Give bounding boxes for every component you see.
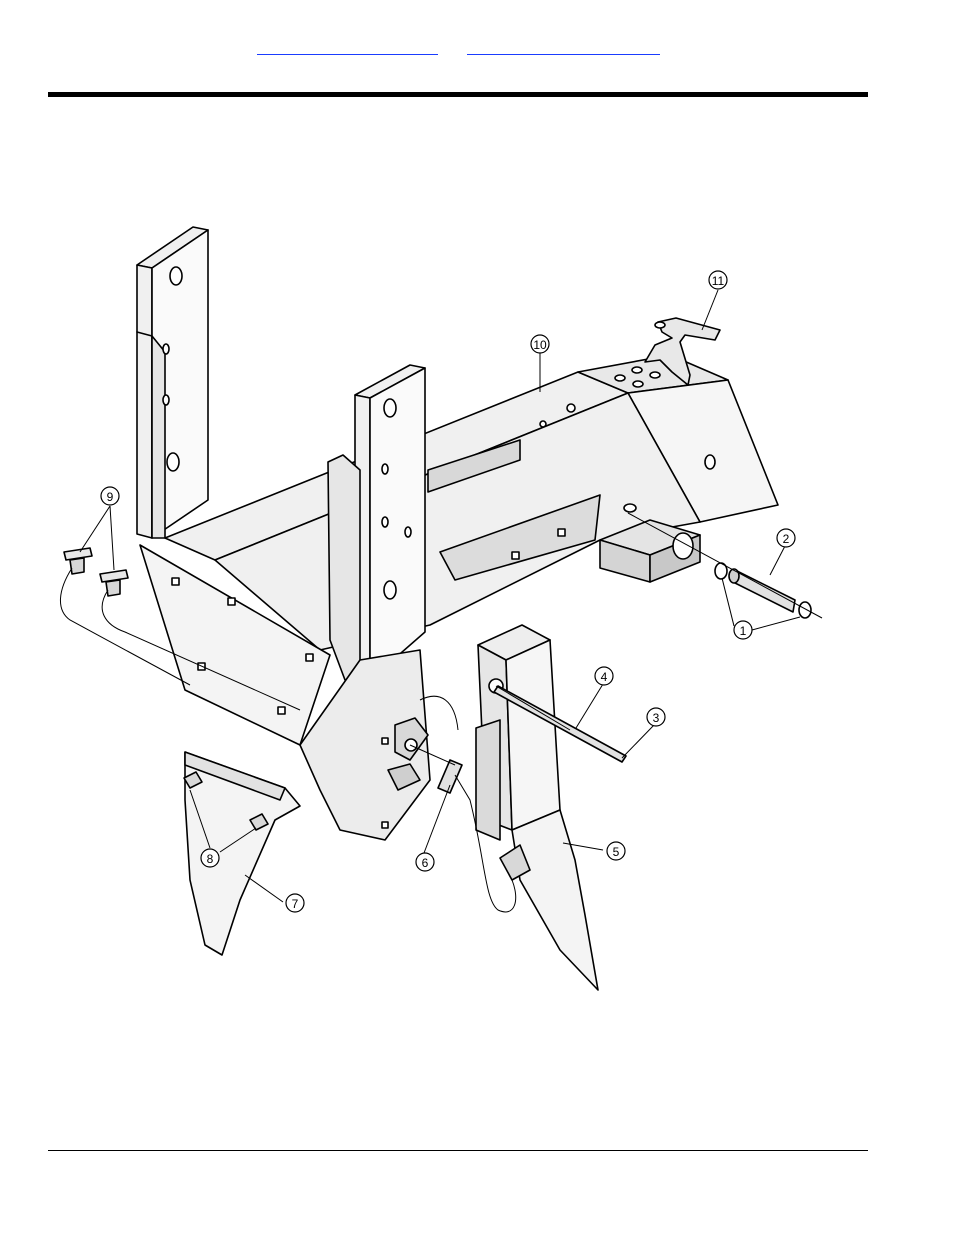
callout-1: 1 <box>734 621 752 639</box>
pivot-pin-item-2 <box>715 563 811 618</box>
bolt-item-9 <box>64 548 128 596</box>
nav-link-2[interactable] <box>467 40 660 55</box>
callout-7: 7 <box>286 894 304 912</box>
right-upright-plate <box>328 365 425 680</box>
exploded-view-drawing: 9 11 10 2 1 4 3 5 6 7 8 <box>48 212 830 1004</box>
svg-text:11: 11 <box>712 274 725 288</box>
svg-text:7: 7 <box>292 897 299 911</box>
svg-text:10: 10 <box>533 338 547 352</box>
svg-text:6: 6 <box>422 856 429 870</box>
svg-text:1: 1 <box>740 624 747 638</box>
callout-2: 2 <box>777 529 795 547</box>
header-links <box>0 40 954 60</box>
svg-text:3: 3 <box>653 711 660 725</box>
svg-text:2: 2 <box>783 532 790 546</box>
callout-6: 6 <box>416 853 434 871</box>
footer-rule <box>48 1150 868 1151</box>
parts-diagram: 9 11 10 2 1 4 3 5 6 7 8 <box>48 212 830 1004</box>
callout-5: 5 <box>607 842 625 860</box>
callout-8: 8 <box>201 849 219 867</box>
callout-9: 9 <box>101 487 119 505</box>
roll-pin-item-6 <box>438 760 462 793</box>
main-frame-beam <box>165 355 778 650</box>
svg-text:8: 8 <box>207 852 214 866</box>
header-rule <box>48 92 868 97</box>
callout-10: 10 <box>531 335 549 353</box>
svg-text:5: 5 <box>613 845 620 859</box>
nav-link-1[interactable] <box>257 40 438 55</box>
callout-4: 4 <box>595 667 613 685</box>
left-upright-plate <box>137 227 208 538</box>
svg-text:4: 4 <box>601 670 608 684</box>
callout-3: 3 <box>647 708 665 726</box>
shank-item-5 <box>476 625 598 990</box>
callout-11: 11 <box>709 271 727 289</box>
svg-text:9: 9 <box>107 490 114 504</box>
